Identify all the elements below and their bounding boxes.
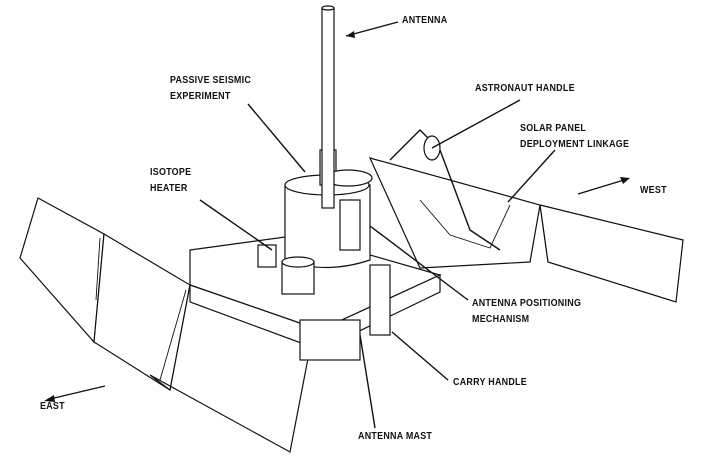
label-antenna-positioning-line1: ANTENNA POSITIONING	[472, 297, 582, 309]
label-antenna: ANTENNA	[402, 14, 448, 26]
label-west: WEST	[640, 184, 667, 196]
label-isotope-line2: HEATER	[150, 182, 188, 194]
label-carry-handle: CARRY HANDLE	[453, 376, 527, 388]
east-solar-panel	[19, 197, 311, 453]
west-solar-panel	[368, 157, 684, 303]
west-arrow	[577, 177, 630, 195]
label-antenna-mast: ANTENNA MAST	[358, 430, 433, 442]
label-isotope-line1: ISOTOPE	[150, 166, 192, 178]
label-passive-seismic-line2: EXPERIMENT	[170, 90, 231, 102]
isotope-heater-drawing	[257, 244, 315, 295]
label-east: EAST	[40, 400, 65, 412]
label-astronaut-handle: ASTRONAUT HANDLE	[475, 82, 575, 94]
label-passive-seismic-line1: PASSIVE SEISMIC	[170, 74, 252, 86]
label-solar-panel-line2: DEPLOYMENT LINKAGE	[520, 138, 630, 150]
east-arrow	[44, 385, 106, 402]
leader-lines	[199, 21, 556, 429]
antenna-mast-drawing	[321, 5, 361, 251]
label-antenna-positioning-line2: MECHANISM	[472, 313, 530, 325]
label-solar-panel-line1: SOLAR PANEL	[520, 122, 587, 134]
central-station-base	[189, 234, 442, 361]
